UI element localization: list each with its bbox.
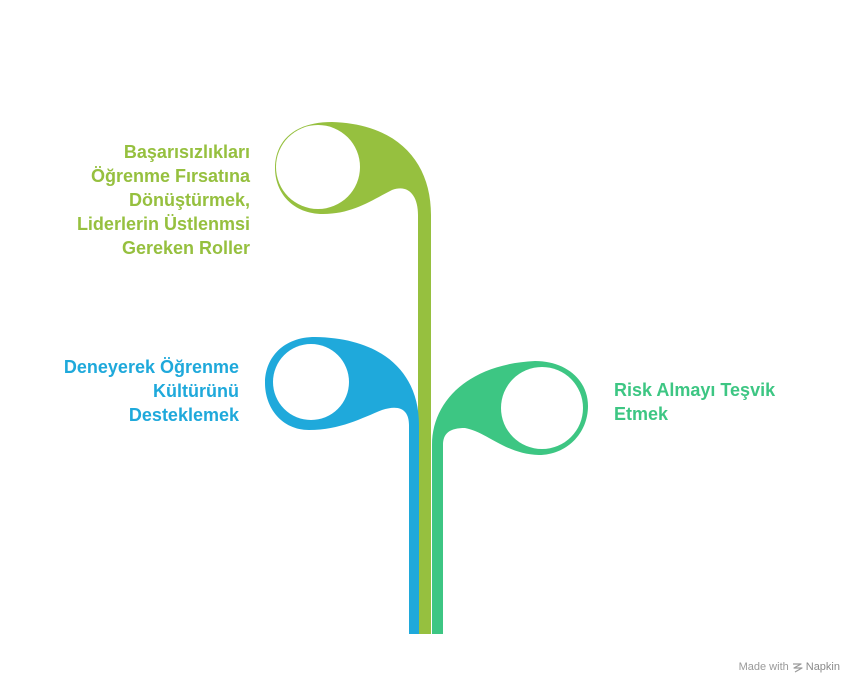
top-leaf-label: Başarısızlıkları Öğrenme Fırsatına Dönüş…	[77, 140, 250, 260]
top-leaf-label-line: Dönüştürmek,	[128, 190, 250, 210]
made-with-napkin-watermark[interactable]: Made with Napkin	[739, 661, 840, 673]
left-leaf-stem	[265, 337, 419, 634]
top-leaf-label-line: Başarısızlıkları	[123, 142, 250, 162]
left-leaf-label-line: Desteklemek	[128, 405, 239, 425]
top-leaf-stem	[275, 122, 431, 634]
top-leaf-label-line: Gereken Roller	[121, 238, 250, 258]
watermark-prefix: Made with	[738, 661, 789, 673]
top-leaf-hole	[276, 125, 360, 209]
top-leaf-label-line: Öğrenme Fırsatına	[90, 166, 250, 186]
right-leaf-hole	[501, 367, 583, 449]
left-leaf-hole	[273, 344, 349, 420]
right-leaf-stem	[432, 361, 588, 634]
right-leaf-label-line: Etmek	[614, 404, 669, 424]
top-leaf-label-line: Liderlerin Üstlenmsi	[76, 214, 250, 234]
left-leaf-label: Deneyerek Öğrenme Kültürünü Desteklemek	[64, 355, 239, 427]
right-leaf-label: Risk Almayı Teşvik Etmek	[614, 378, 775, 426]
left-leaf-label-line: Deneyerek Öğrenme	[63, 357, 239, 377]
watermark-brand: Napkin	[805, 661, 840, 673]
napkin-logo-icon	[792, 662, 803, 673]
right-leaf-label-line: Risk Almayı Teşvik	[614, 380, 776, 400]
left-leaf-label-line: Kültürünü	[153, 381, 239, 401]
